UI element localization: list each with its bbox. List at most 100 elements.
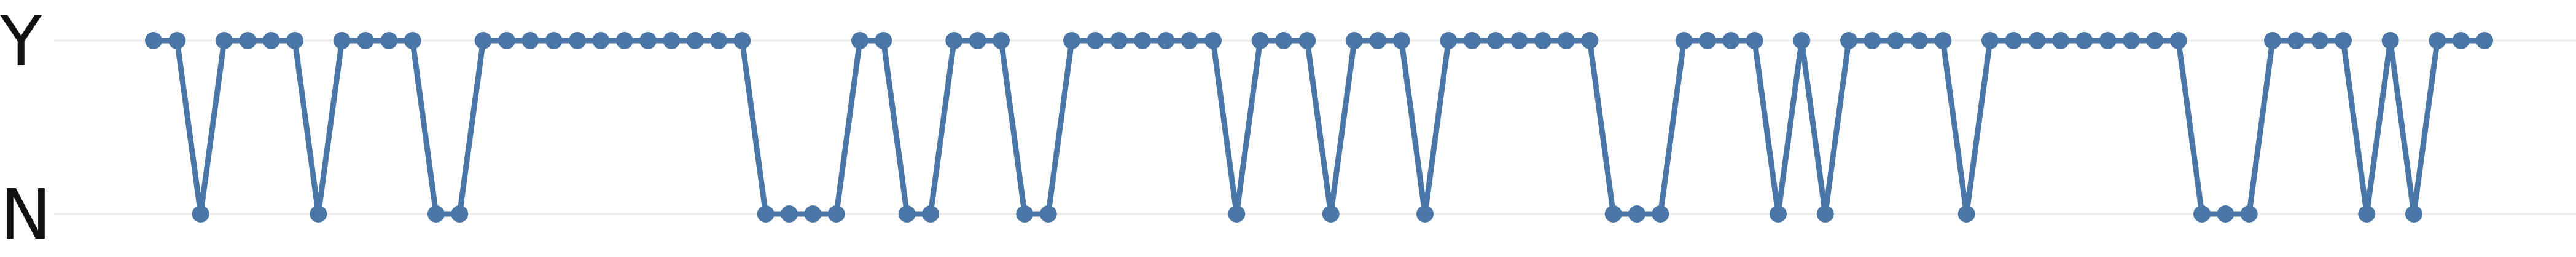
data-point xyxy=(2452,32,2470,49)
data-point xyxy=(686,32,704,49)
data-point xyxy=(1581,32,1599,49)
data-point xyxy=(1463,32,1481,49)
data-point xyxy=(1699,32,1716,49)
data-point xyxy=(993,32,1010,49)
data-point xyxy=(2240,205,2258,223)
data-point xyxy=(521,32,539,49)
data-point xyxy=(1039,205,1057,223)
data-point xyxy=(2381,32,2399,49)
data-point xyxy=(1416,205,1434,223)
data-point xyxy=(1746,32,1763,49)
data-point xyxy=(1887,32,1905,49)
data-point xyxy=(2123,32,2140,49)
data-point xyxy=(310,205,327,223)
data-point xyxy=(2099,32,2117,49)
data-point xyxy=(2193,205,2211,223)
data-point xyxy=(1675,32,1693,49)
y-tick-label-n: N xyxy=(0,175,52,255)
data-point xyxy=(733,32,751,49)
data-point xyxy=(757,205,775,223)
data-point xyxy=(286,32,303,49)
data-point xyxy=(898,205,916,223)
data-point xyxy=(1157,32,1175,49)
data-point xyxy=(404,32,421,49)
data-point xyxy=(1204,32,1222,49)
data-point xyxy=(498,32,515,49)
data-point xyxy=(333,32,351,49)
data-point xyxy=(1346,32,1363,49)
data-point xyxy=(2052,32,2069,49)
data-point xyxy=(1864,32,1881,49)
data-point xyxy=(1652,205,1669,223)
data-point xyxy=(663,32,681,49)
data-point xyxy=(1181,32,1198,49)
data-point xyxy=(1392,32,1410,49)
data-point xyxy=(1604,205,1622,223)
data-point xyxy=(2287,32,2305,49)
data-point xyxy=(2264,32,2281,49)
data-point xyxy=(1816,205,1834,223)
data-point xyxy=(451,205,469,223)
data-point xyxy=(1510,32,1528,49)
data-point xyxy=(1016,205,1034,223)
data-point xyxy=(427,205,445,223)
data-point xyxy=(1110,32,1128,49)
data-point xyxy=(922,205,939,223)
data-point xyxy=(1251,32,1269,49)
data-point xyxy=(781,205,798,223)
data-points xyxy=(145,32,2493,223)
data-point xyxy=(1369,32,1387,49)
data-point xyxy=(1063,32,1080,49)
data-point xyxy=(1558,32,1575,49)
data-point xyxy=(357,32,374,49)
data-point xyxy=(1981,32,1999,49)
data-point xyxy=(2405,205,2422,223)
data-point xyxy=(1957,205,1975,223)
data-point xyxy=(2169,32,2187,49)
data-point xyxy=(1134,32,1151,49)
data-point xyxy=(2075,32,2093,49)
data-point xyxy=(1228,205,1246,223)
data-point xyxy=(262,32,280,49)
data-point xyxy=(1911,32,1928,49)
data-point xyxy=(545,32,563,49)
data-point xyxy=(192,205,209,223)
data-point xyxy=(569,32,586,49)
data-point xyxy=(2028,32,2046,49)
data-point xyxy=(2311,32,2328,49)
data-point xyxy=(827,205,845,223)
data-point xyxy=(2217,205,2234,223)
data-point xyxy=(1322,205,1340,223)
data-point xyxy=(1275,32,1292,49)
data-point xyxy=(2476,32,2493,49)
series-line xyxy=(150,38,2488,217)
data-point xyxy=(145,32,162,49)
data-point xyxy=(1298,32,1316,49)
data-point xyxy=(2005,32,2023,49)
data-point xyxy=(1793,32,1811,49)
data-point xyxy=(474,32,492,49)
data-point xyxy=(969,32,986,49)
data-point xyxy=(239,32,257,49)
data-point xyxy=(1628,205,1645,223)
data-point xyxy=(851,32,868,49)
data-point xyxy=(1487,32,1504,49)
data-point xyxy=(2146,32,2164,49)
data-point xyxy=(1722,32,1740,49)
data-point xyxy=(615,32,633,49)
data-point xyxy=(168,32,186,49)
data-point xyxy=(2429,32,2446,49)
data-point xyxy=(2358,205,2376,223)
data-point xyxy=(639,32,657,49)
data-point xyxy=(1087,32,1104,49)
data-point xyxy=(216,32,233,49)
data-point xyxy=(1534,32,1551,49)
data-point xyxy=(2335,32,2352,49)
data-point xyxy=(1934,32,1952,49)
data-point xyxy=(804,205,822,223)
data-point xyxy=(1840,32,1857,49)
y-tick-label-y: Y xyxy=(0,2,42,82)
data-point xyxy=(380,32,398,49)
data-point xyxy=(1440,32,1458,49)
